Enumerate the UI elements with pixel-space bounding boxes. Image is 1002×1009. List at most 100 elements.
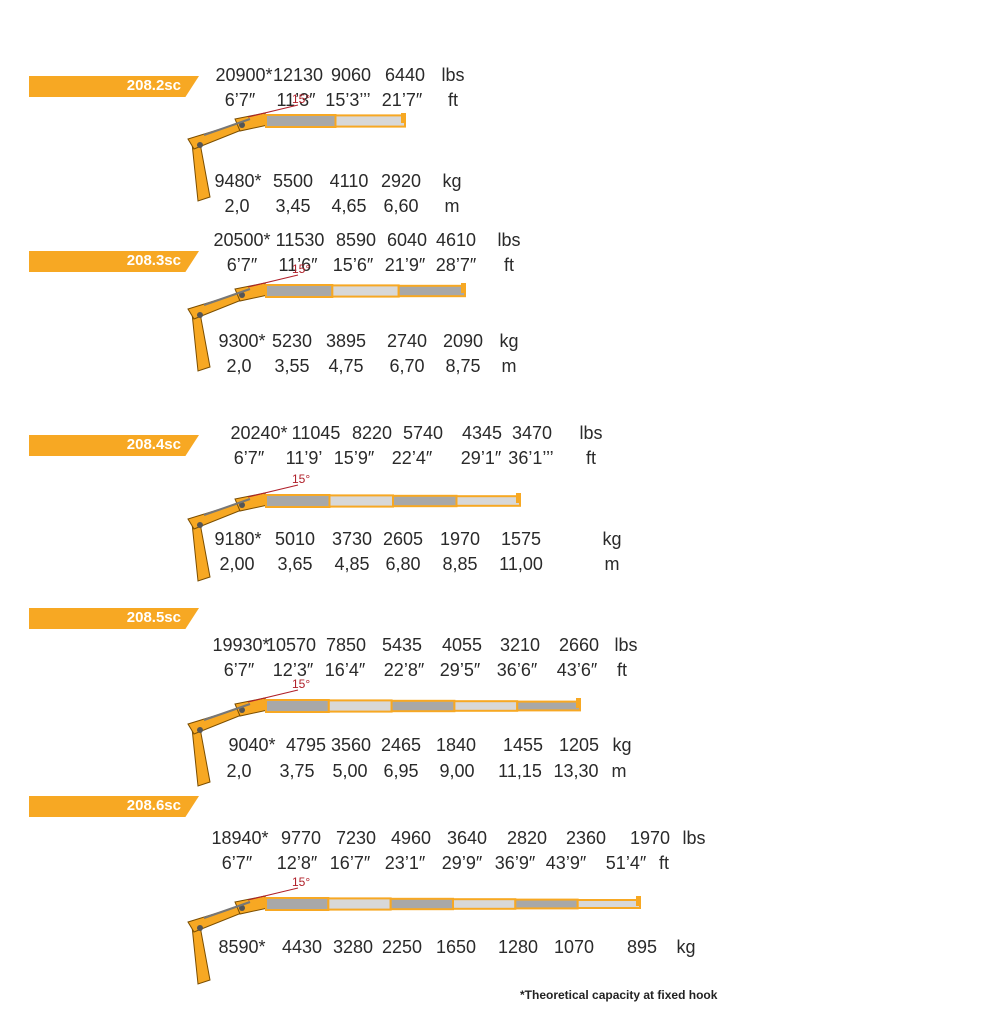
crane-diagram: 15° [187, 677, 582, 787]
boom-section [265, 494, 331, 508]
lbs-value: 7230 [335, 828, 377, 848]
crane-cylinder [203, 118, 251, 136]
crane-column [191, 925, 211, 985]
crane-pivot [239, 292, 245, 298]
kg-value: 4795 [285, 735, 327, 755]
m-value: 4,85 [334, 554, 370, 574]
lbs-value: 12130 [272, 65, 324, 85]
lbs-value: 1970 [629, 828, 671, 848]
boom-section [334, 114, 406, 128]
lbs-value: 19930* [212, 635, 270, 655]
boom-section [265, 699, 330, 713]
ft-value: 36’9″ [494, 853, 536, 873]
boom-tip [576, 698, 581, 708]
ft-value: ft [616, 660, 628, 680]
kg-value: 2605 [382, 529, 424, 549]
crane-pivot [197, 727, 203, 733]
ft-value: 43’6″ [556, 660, 598, 680]
boom-section [331, 284, 400, 298]
m-value: m [501, 356, 517, 376]
m-value: m [444, 196, 460, 216]
kg-value: 2090 [442, 331, 484, 351]
kg-value: 3730 [331, 529, 373, 549]
crane-inner-boom [187, 707, 245, 735]
ft-value: 21’7″ [381, 90, 423, 110]
kg-value: kg [442, 171, 462, 191]
kg-value: 4430 [281, 937, 323, 957]
ft-value: 12’8″ [276, 853, 318, 873]
crane-pivot [239, 122, 245, 128]
m-value: 6,70 [389, 356, 425, 376]
lbs-value: 18940* [211, 828, 269, 848]
kg-value: 1070 [553, 937, 595, 957]
crane-column [191, 727, 211, 787]
lbs-value: 3640 [446, 828, 488, 848]
angle-label: 15° [292, 472, 310, 486]
ft-value: 15’9″ [333, 448, 375, 468]
crane-pivot [239, 502, 245, 508]
lbs-value: lbs [441, 65, 465, 85]
m-value: 8,75 [445, 356, 481, 376]
kg-value: 3280 [332, 937, 374, 957]
m-value: 3,45 [275, 196, 311, 216]
kg-value: kg [612, 735, 632, 755]
boom-tip [461, 283, 466, 293]
ft-value: 11’9’ [285, 448, 323, 468]
kg-value: 2920 [380, 171, 422, 191]
m-value: 9,00 [439, 761, 475, 781]
crane-pivot [197, 142, 203, 148]
lbs-value: lbs [682, 828, 706, 848]
ft-value: ft [658, 853, 670, 873]
m-value: 3,55 [274, 356, 310, 376]
ft-value: 22’8″ [383, 660, 425, 680]
crane-inner-boom [187, 292, 245, 320]
ft-value: ft [585, 448, 597, 468]
angle-label: 15° [292, 875, 310, 889]
boom-section [265, 114, 337, 128]
lbs-value: 4610 [435, 230, 477, 250]
ft-value: 6’7″ [233, 448, 265, 468]
crane-column [191, 312, 211, 372]
boom-section [265, 284, 334, 298]
crane-column [191, 522, 211, 582]
crane-pivot [197, 522, 203, 528]
m-value: 6,60 [383, 196, 419, 216]
m-value: 3,75 [279, 761, 315, 781]
ft-value: 36’1’’’ [508, 448, 554, 468]
crane-inner-boom [187, 905, 245, 933]
lbs-value: 9060 [330, 65, 372, 85]
boom-section [514, 898, 579, 910]
m-value: m [611, 761, 627, 781]
kg-value: 2250 [381, 937, 423, 957]
crane-cylinder [203, 498, 251, 516]
lbs-value: 20900* [215, 65, 273, 85]
ft-value: 29’1″ [460, 448, 502, 468]
lbs-value: lbs [579, 423, 603, 443]
lbs-value: 5740 [402, 423, 444, 443]
kg-value: 895 [626, 937, 658, 957]
lbs-value: 4345 [461, 423, 503, 443]
kg-value: 9480* [214, 171, 262, 191]
footnote: *Theoretical capacity at fixed hook [520, 988, 718, 1002]
model-name: 208.6sc [126, 797, 181, 814]
m-value: m [604, 554, 620, 574]
ft-value: 15’3’’’ [325, 90, 371, 110]
lbs-value: 20500* [213, 230, 271, 250]
m-value: 11,15 [498, 761, 542, 781]
kg-value: 1455 [502, 735, 544, 755]
m-value: 4,75 [328, 356, 364, 376]
angle-label: 15° [292, 677, 310, 691]
crane-diagram: 15° [187, 472, 521, 582]
lbs-value: lbs [614, 635, 638, 655]
kg-value: 9180* [214, 529, 262, 549]
lbs-value: lbs [497, 230, 521, 250]
ft-value: 6’7″ [224, 90, 256, 110]
lbs-value: 2360 [565, 828, 607, 848]
lbs-value: 7850 [325, 635, 367, 655]
lbs-value: 6440 [384, 65, 426, 85]
kg-value: 5230 [271, 331, 313, 351]
boom-section [389, 897, 455, 911]
crane-pivot [239, 905, 245, 911]
crane-pivot [197, 925, 203, 931]
ft-value: 22’4″ [391, 448, 433, 468]
